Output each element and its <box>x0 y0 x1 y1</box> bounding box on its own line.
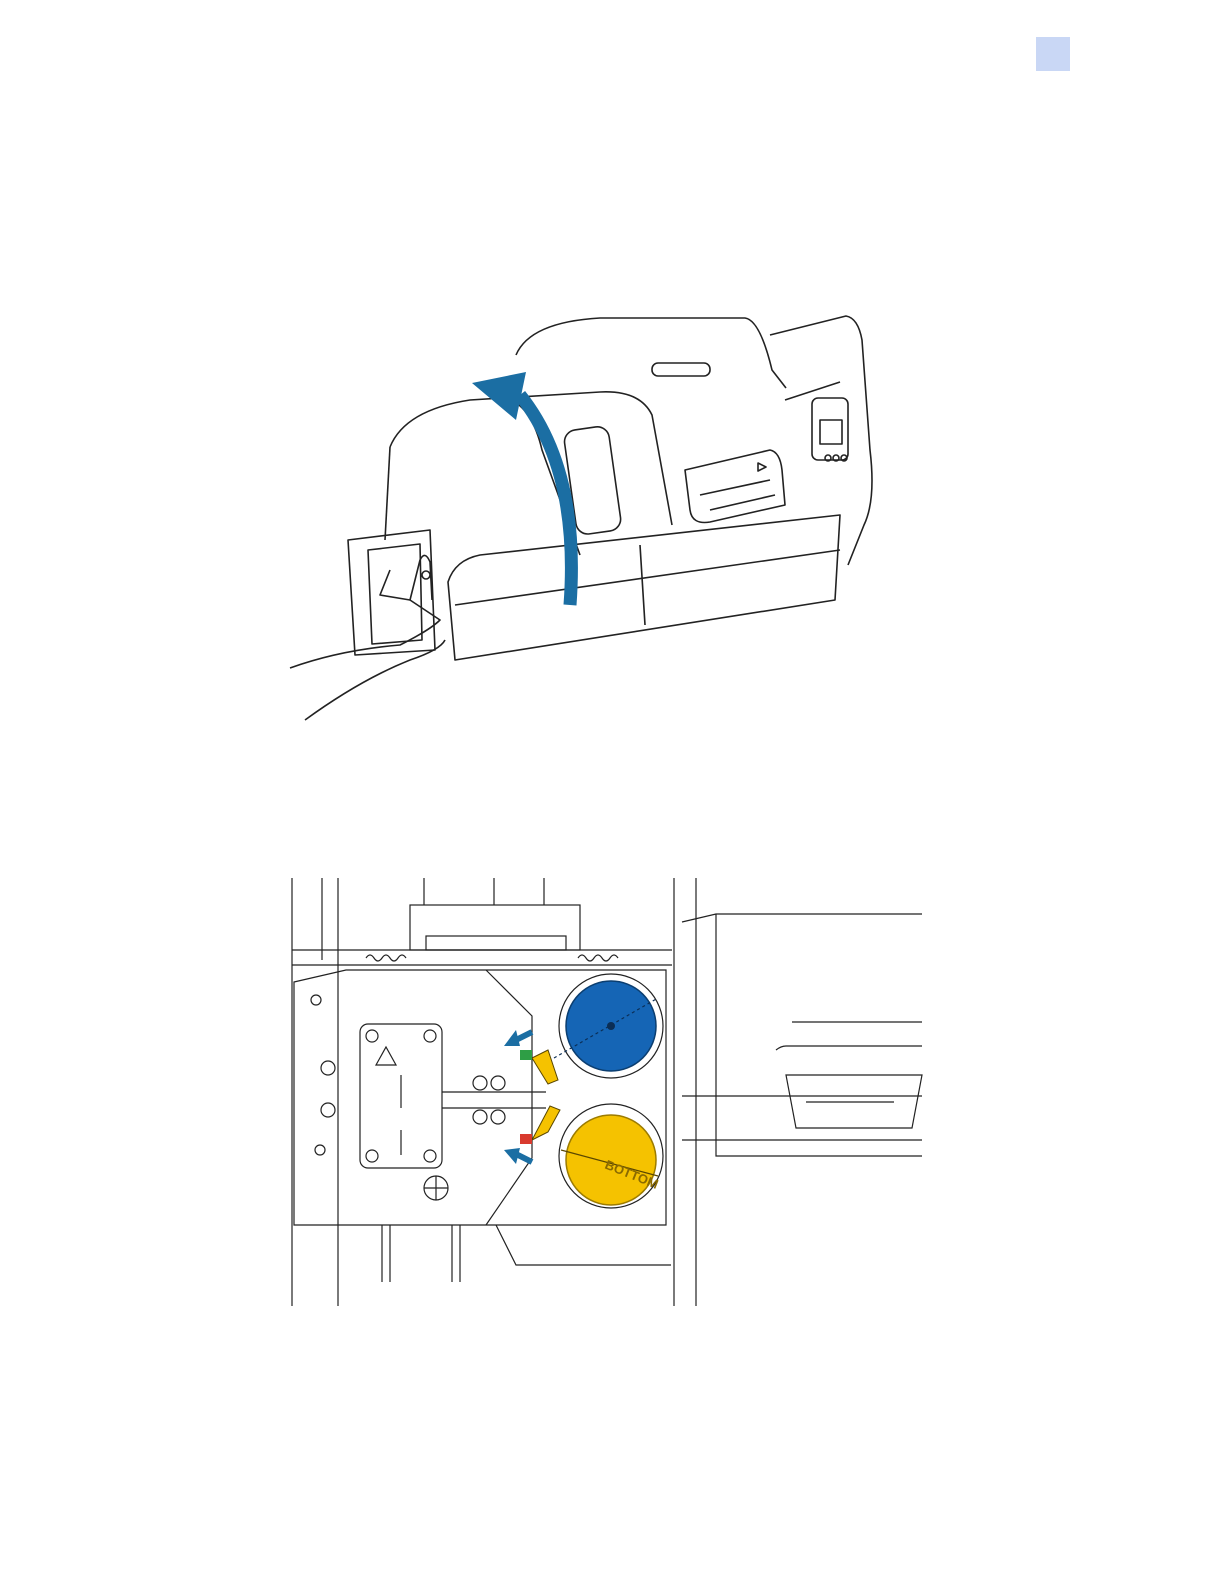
page-corner-tab <box>1036 37 1070 71</box>
printer-interior-figure: BOTTOM <box>286 870 926 1310</box>
printer-open-lid-illustration <box>280 300 900 730</box>
printer-lid-figure <box>280 300 900 730</box>
printer-interior-illustration: BOTTOM <box>286 870 926 1310</box>
